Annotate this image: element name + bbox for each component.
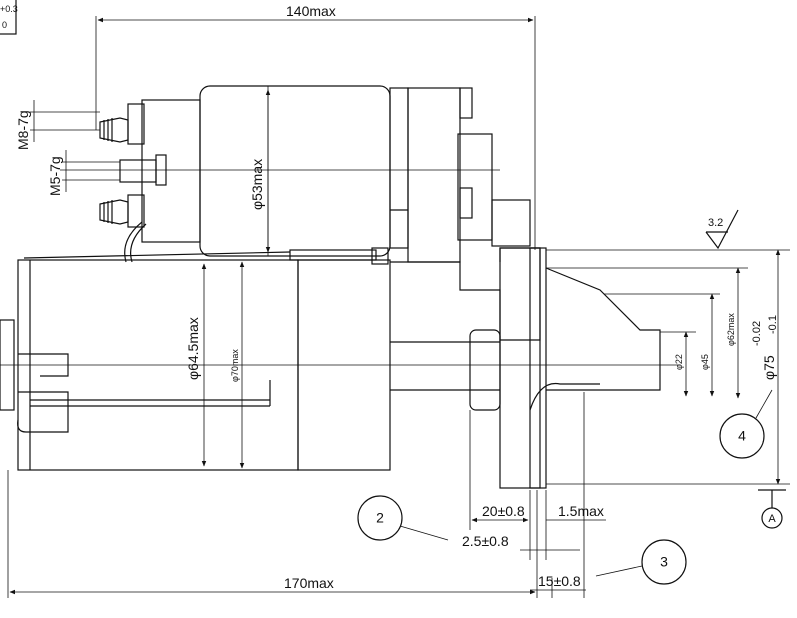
dim-20: 20±0.8 — [482, 503, 525, 519]
dia-75: φ75 — [761, 355, 777, 380]
dim-25: 2.5±0.8 — [462, 533, 509, 549]
centerlines — [0, 169, 680, 366]
tol-75-upper: -0.02 — [751, 321, 763, 346]
datum-a-symbol — [758, 489, 786, 529]
dim-lines-bottom — [469, 392, 606, 598]
balloon-4: 4 — [738, 428, 746, 444]
corner-tol-bottom: 0 — [2, 20, 7, 30]
dia-645max: φ64.5max — [185, 317, 201, 380]
corner-tolerance-box — [0, 0, 17, 35]
dia-22: φ22 — [674, 354, 684, 370]
balloon-3: 3 — [660, 554, 668, 570]
dim-line-140 — [95, 16, 536, 250]
motor-housing — [0, 247, 661, 489]
surface-finish-symbol — [705, 209, 739, 250]
dim-lines-thread — [30, 100, 120, 192]
solenoid-end-bracket — [371, 87, 531, 265]
tol-75-lower: -0.1 — [767, 315, 779, 334]
thread-m8: M8-7g — [15, 110, 31, 150]
balloons — [357, 389, 773, 585]
dim-15max: 1.5max — [558, 503, 604, 519]
solenoid-body — [99, 85, 391, 263]
dim-line-170 — [7, 470, 538, 598]
dia-45: φ45 — [700, 354, 710, 370]
corner-tol-top: +0.3 — [0, 4, 18, 14]
dim-15: 15±0.8 — [538, 573, 581, 589]
dim-lines-diameter — [201, 89, 790, 485]
dia-62max: φ62max — [726, 313, 736, 346]
datum-a-label: A — [768, 513, 776, 525]
dim-170max: 170max — [284, 575, 334, 591]
balloon-2: 2 — [376, 510, 384, 526]
dim-140max: 140max — [286, 3, 336, 19]
thread-m5: M5-7g — [47, 156, 63, 196]
surface-finish-value: 3.2 — [708, 217, 723, 229]
dia-53max: φ53max — [249, 159, 265, 210]
dia-70max: φ70max — [230, 349, 240, 382]
